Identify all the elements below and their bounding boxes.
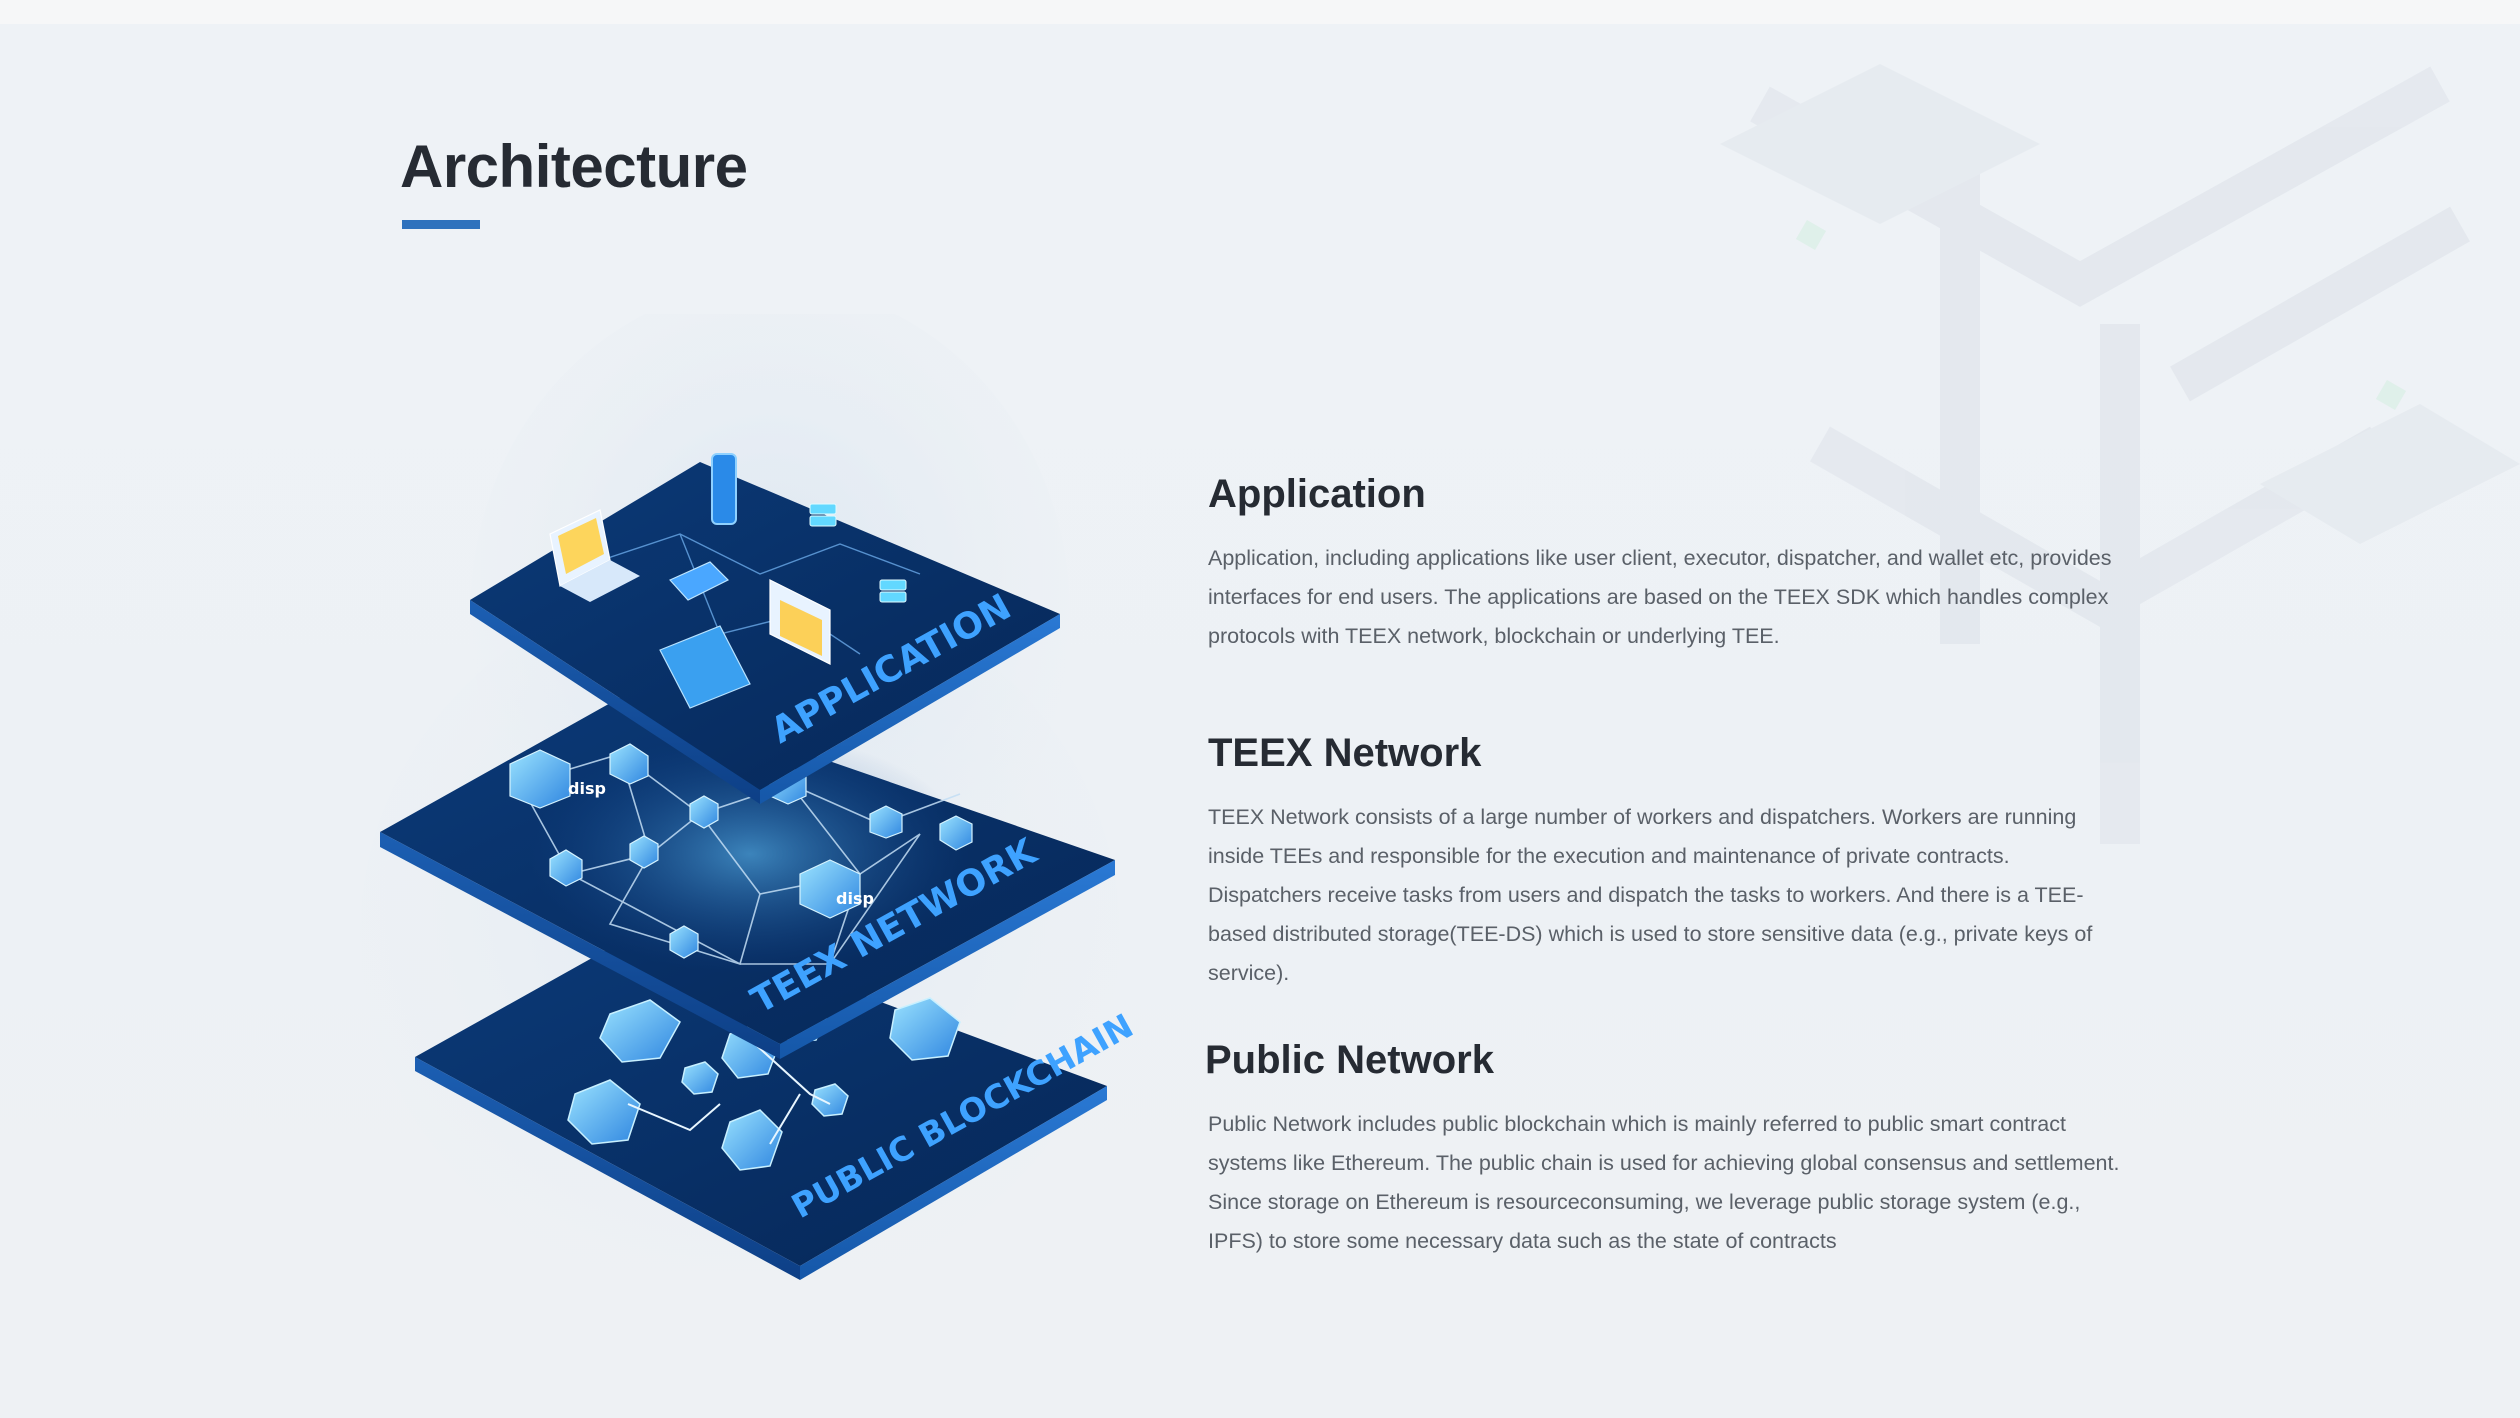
page-title: Architecture: [400, 133, 748, 200]
teex-network-description: TEEX Network consists of a large number …: [1208, 805, 2093, 985]
title-underline: [402, 220, 480, 229]
application-layer: APPLICATION: [470, 453, 1060, 804]
disp-node-label-1: disp: [568, 779, 606, 798]
background-decoration: [1720, 64, 2520, 844]
public-network-heading: Public Network: [1205, 1038, 1494, 1082]
teex-network-section: TEEX Network TEEX Network consists of a …: [1208, 731, 2128, 993]
public-network-section: Public Network Public Network includes p…: [1205, 1038, 2125, 1261]
teex-network-layer: disp disp TEEX NETWORK: [380, 692, 1115, 1059]
teex-network-heading: TEEX Network: [1208, 731, 1482, 775]
top-strip: [0, 0, 2520, 24]
application-description: Application, including applications like…: [1208, 546, 2112, 648]
public-network-description: Public Network includes public blockchai…: [1208, 1112, 2120, 1253]
architecture-illustration: PUBLIC BLOCKCHAIN: [360, 314, 1140, 1294]
disp-node-label-2: disp: [836, 889, 874, 908]
architecture-page: Architecture: [0, 24, 2520, 1418]
application-heading: Application: [1208, 472, 1426, 516]
application-section: Application Application, including appli…: [1208, 472, 2128, 656]
